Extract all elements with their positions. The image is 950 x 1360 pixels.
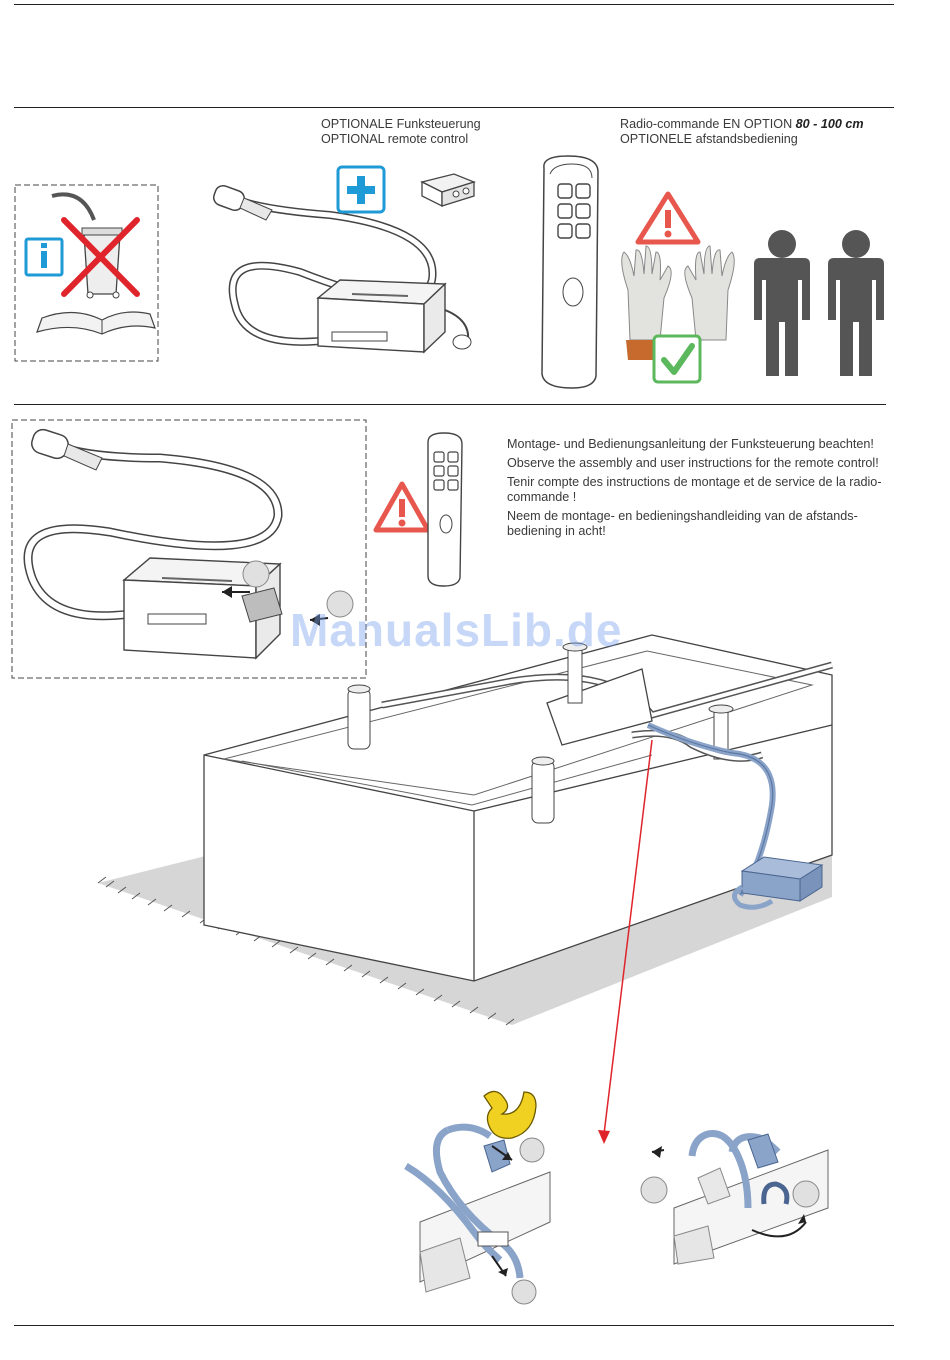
info-icon xyxy=(24,237,64,277)
manual-book-icon xyxy=(36,311,156,335)
check-icon xyxy=(652,334,702,384)
blue-control-box xyxy=(740,856,824,902)
bed-frame-figure xyxy=(97,634,833,1026)
connector-detail-figure xyxy=(11,419,367,679)
gloves-icon xyxy=(621,245,735,341)
remote-control-figure xyxy=(541,155,599,389)
remote-control-small xyxy=(427,432,463,587)
watermark: ManualsLib.de xyxy=(290,604,623,656)
cable-clip-step-1 xyxy=(404,1090,551,1305)
instruction-en: Observe the assembly and user instructio… xyxy=(507,456,879,470)
person-icon xyxy=(828,230,884,376)
no-cross-icon xyxy=(61,217,140,297)
battery-icon xyxy=(420,173,476,208)
plug-icon xyxy=(31,428,103,471)
optional-label-de: OPTIONALE Funksteuerung xyxy=(321,117,481,131)
instruction-nl: Neem de montage- en bedieningshandleidin… xyxy=(507,509,858,538)
bottom-rule xyxy=(14,1325,894,1326)
disposal-info-figure xyxy=(14,184,159,362)
header-rule xyxy=(14,107,894,108)
plug-icon xyxy=(212,184,273,221)
pointer-arrow xyxy=(598,739,653,1144)
warning-icon xyxy=(635,191,701,245)
optional-label-fr: Radio-commande EN OPTION 80 - 100 cm xyxy=(620,117,864,131)
instruction-de: Montage- und Bedienungsanleitung der Fun… xyxy=(507,437,874,451)
two-persons-figure xyxy=(754,230,884,376)
plus-icon xyxy=(336,165,386,214)
size-range: 80 - 100 cm xyxy=(795,117,864,131)
cable-clip-step-2 xyxy=(640,1129,829,1265)
strong-arm-icon xyxy=(483,1090,537,1139)
control-box-cable-figure xyxy=(212,184,472,354)
instruction-block: Montage- und Bedienungsanleitung der Fun… xyxy=(507,437,889,543)
optional-label-en: OPTIONAL remote control xyxy=(321,132,469,146)
optional-label-nl: OPTIONELE afstandsbediening xyxy=(620,132,798,146)
top-rule xyxy=(14,4,894,5)
instruction-fr: Tenir compte des instructions de montage… xyxy=(507,475,882,504)
gloves-figure xyxy=(621,191,735,384)
person-icon xyxy=(754,230,810,376)
section-rule xyxy=(14,404,886,405)
control-box xyxy=(122,557,283,660)
warning-icon xyxy=(373,481,431,533)
control-box xyxy=(316,279,472,354)
